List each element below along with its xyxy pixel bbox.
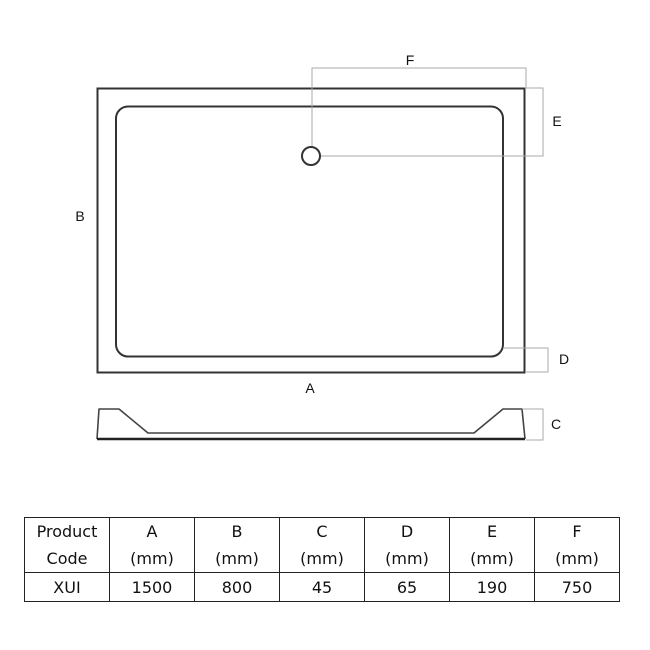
- header-line1: B: [231, 522, 243, 541]
- header-e: E (mm): [449, 517, 535, 573]
- cell-b: 800: [194, 572, 280, 602]
- tray-side-profile: [96, 408, 526, 440]
- header-d: D (mm): [364, 517, 450, 573]
- dimension-f-line: [311, 67, 527, 147]
- header-line2: (mm): [215, 549, 259, 568]
- tray-inner-basin: [115, 105, 504, 358]
- header-line2: Code: [46, 549, 88, 568]
- cell-c: 45: [279, 572, 365, 602]
- tray-outer-outline: [96, 87, 526, 374]
- label-b: B: [75, 208, 85, 224]
- header-line1: D: [400, 522, 414, 541]
- header-line1: C: [316, 522, 328, 541]
- cell-d: 65: [364, 572, 450, 602]
- header-line1: Product: [36, 522, 98, 541]
- table-row: XUI 1500 800 45 65 190 750: [24, 572, 620, 602]
- header-b: B (mm): [194, 517, 280, 573]
- dimension-d-line: [503, 347, 549, 373]
- label-a: A: [305, 380, 315, 396]
- header-line1: F: [572, 522, 582, 541]
- header-line2: (mm): [300, 549, 344, 568]
- label-e: E: [552, 113, 562, 129]
- header-line2: (mm): [555, 549, 599, 568]
- dimension-e-line: [320, 87, 544, 157]
- cell-product-code: XUI: [24, 572, 110, 602]
- header-a: A (mm): [109, 517, 195, 573]
- header-line2: (mm): [130, 549, 174, 568]
- cell-e: 190: [449, 572, 535, 602]
- header-line2: (mm): [385, 549, 429, 568]
- header-line1: E: [486, 522, 498, 541]
- cell-a: 1500: [109, 572, 195, 602]
- label-f: F: [405, 52, 415, 68]
- dimension-c-line: [522, 408, 544, 441]
- label-c: C: [550, 416, 562, 432]
- header-c: C (mm): [279, 517, 365, 573]
- label-d: D: [558, 351, 570, 367]
- header-line2: (mm): [470, 549, 514, 568]
- drain-icon: [301, 146, 321, 166]
- header-f: F (mm): [534, 517, 620, 573]
- cell-f: 750: [534, 572, 620, 602]
- header-line1: A: [146, 522, 158, 541]
